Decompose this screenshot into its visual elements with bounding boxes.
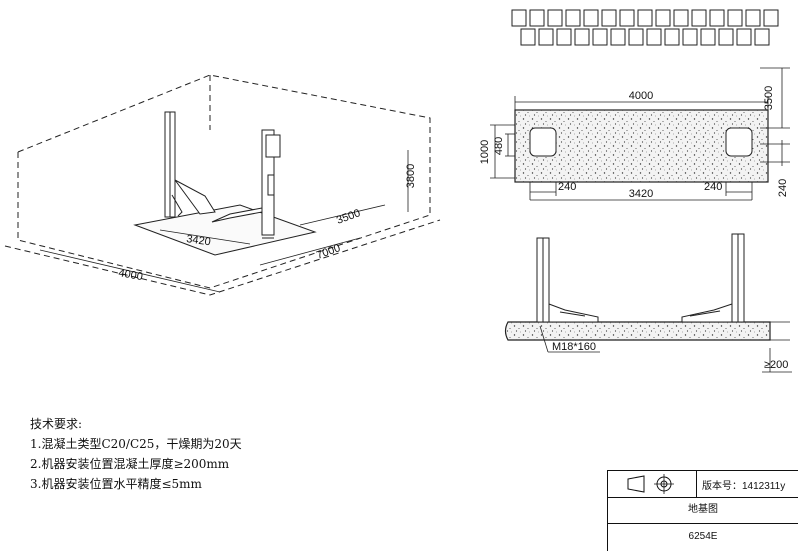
anchor-bolt-label: M18*160 <box>552 341 596 353</box>
isometric-view <box>4 74 441 296</box>
version-number: 版本号：1412311y <box>702 481 786 492</box>
title-block: 版本号：1412311y 地基图 6254E <box>607 470 798 551</box>
top-view-left-base-dim: 240 <box>558 181 576 193</box>
right-column-base <box>725 127 753 157</box>
iso-right-column <box>211 129 281 239</box>
left-column-base <box>529 127 557 157</box>
model-number: 6254E <box>688 531 718 542</box>
brick-wall <box>511 9 779 46</box>
iso-width-dim: 3500 <box>335 207 362 227</box>
note-item-3: 3.机器安装位置水平精度≤5mm <box>30 477 202 491</box>
iso-height-dim: 3800 <box>405 164 417 188</box>
top-view-side-base-dim: 240 <box>777 179 789 197</box>
floor-thickness-label: ≥200 <box>764 359 788 371</box>
drawing-title: 地基图 <box>608 497 798 524</box>
top-view-wall-distance-dim: 3500 <box>763 86 775 110</box>
title-block-header-row: 版本号：1412311y <box>608 471 798 498</box>
side-view <box>504 233 792 373</box>
top-view-right-base-dim: 240 <box>704 181 722 193</box>
room-outline <box>4 74 441 296</box>
top-view-width-dim: 1000 <box>479 140 491 164</box>
side-view-floor <box>504 321 771 341</box>
top-view-base-depth-dim: 480 <box>493 137 505 155</box>
iso-left-column <box>164 111 216 218</box>
projection-symbol-icon <box>627 474 674 494</box>
technical-requirements: 技术要求: 1.混凝土类型C20/C25，干燥期为20天 2.机器安装位置混凝土… <box>30 414 242 494</box>
note-item-2: 2.机器安装位置混凝土厚度≥200mm <box>30 457 230 471</box>
notes-heading: 技术要求: <box>30 417 83 431</box>
top-view-length-dim: 4000 <box>629 90 653 102</box>
projection-symbol <box>608 471 697 497</box>
iso-column-spacing-dim: 3420 <box>186 233 212 248</box>
top-view-column-spacing-dim: 3420 <box>629 188 653 200</box>
note-item-1: 1.混凝土类型C20/C25，干燥期为20天 <box>30 437 242 451</box>
iso-front-dim: 4000 <box>117 267 143 283</box>
iso-depth-dim: 7000 <box>315 242 342 262</box>
top-view <box>490 9 790 201</box>
